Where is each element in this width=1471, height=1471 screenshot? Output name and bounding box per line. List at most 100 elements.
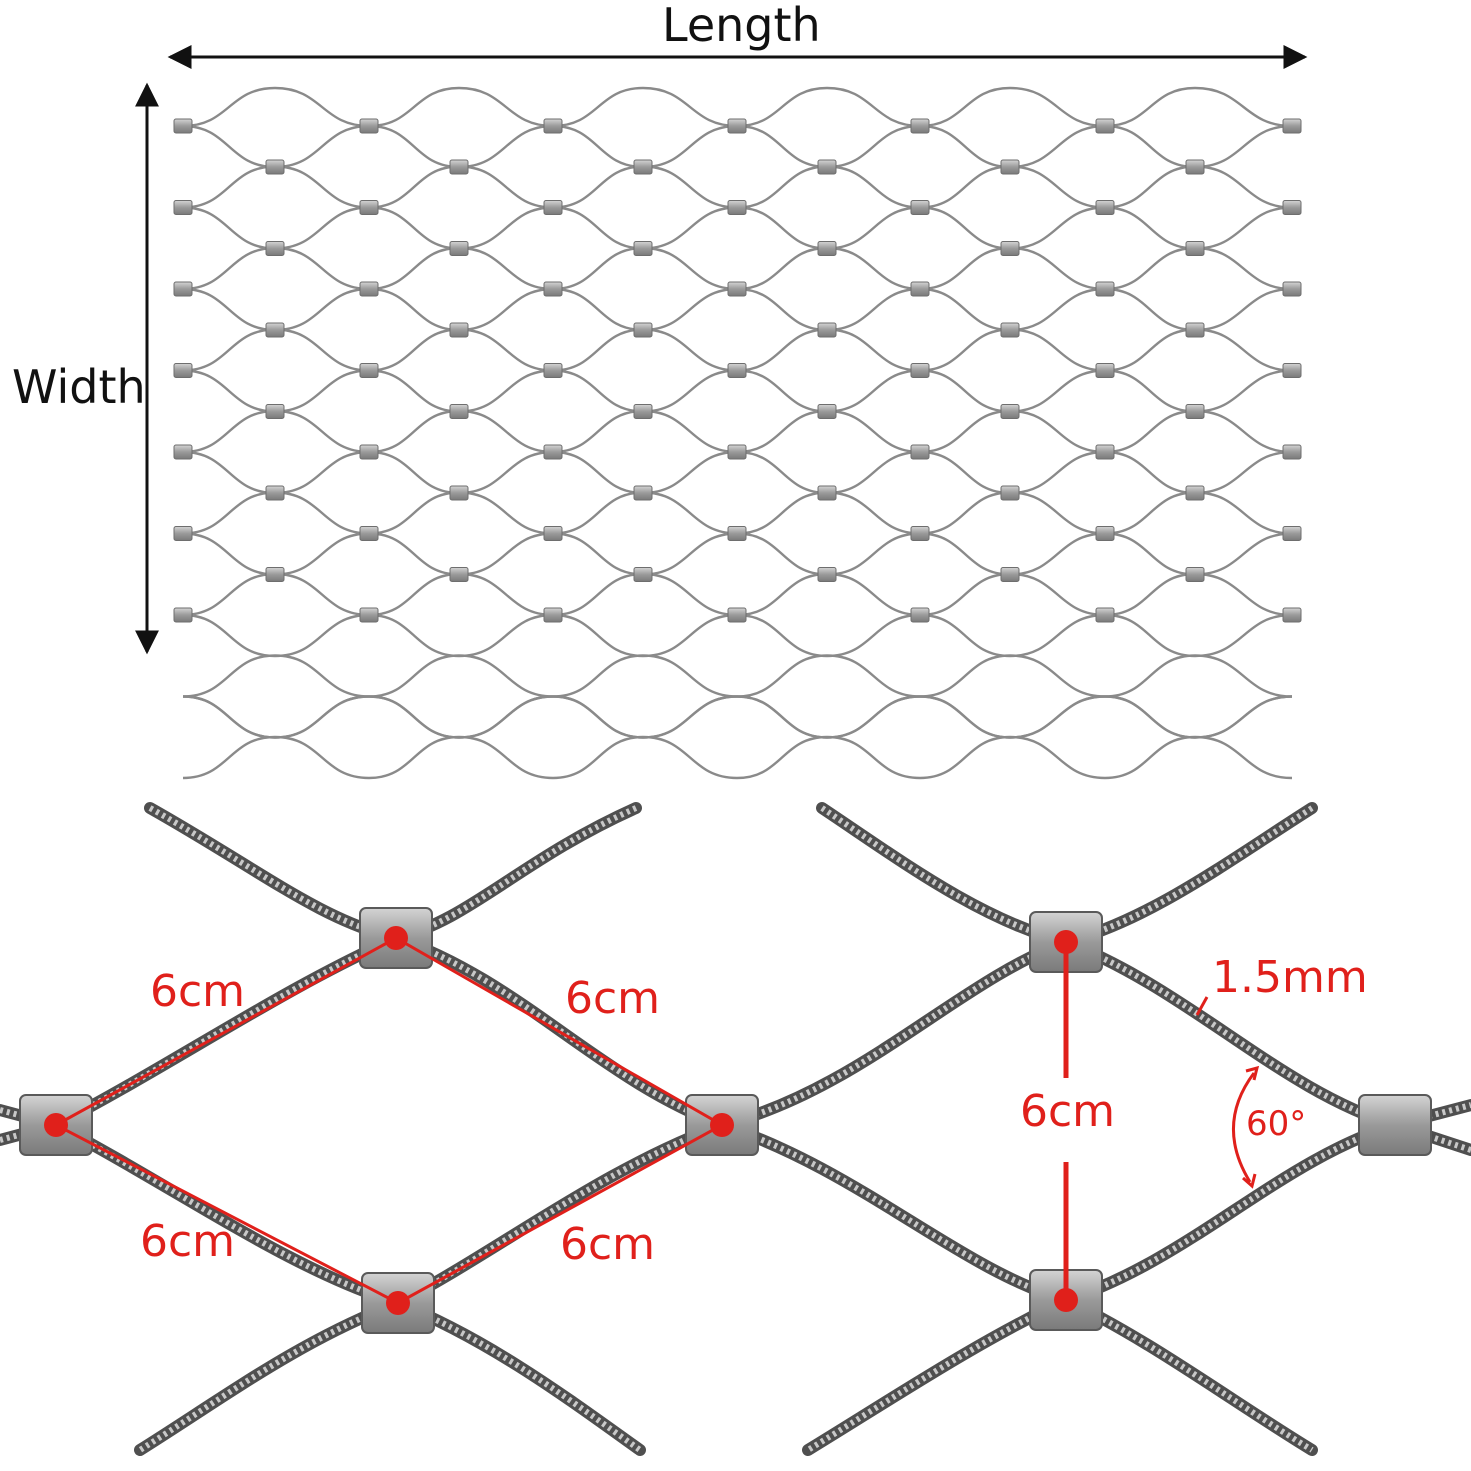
overview-ferrule bbox=[359, 444, 379, 460]
overview-ferrule bbox=[173, 607, 193, 623]
mesh-side-label-bottom-left: 6cm bbox=[140, 1216, 236, 1267]
overview-ferrule bbox=[449, 404, 469, 419]
overview-ferrule bbox=[817, 485, 837, 501]
detail-cable bbox=[716, 1119, 1072, 1306]
overview-ferrule bbox=[173, 526, 193, 541]
overview-ferrule bbox=[1282, 607, 1302, 623]
overview-ferrule bbox=[359, 363, 379, 378]
length-label: Length bbox=[662, 0, 821, 52]
overview-ferrule bbox=[910, 363, 930, 378]
overview-ferrule bbox=[1095, 444, 1115, 460]
overview-ferrule bbox=[1185, 567, 1205, 582]
overview-ferrule bbox=[1185, 485, 1205, 501]
mesh-height-label: 6cm bbox=[1020, 1086, 1116, 1137]
overview-ferrule bbox=[173, 444, 193, 460]
overview-ferrule bbox=[633, 567, 653, 582]
overview-ferrule bbox=[359, 200, 379, 215]
overview-ferrule bbox=[817, 567, 837, 582]
overview-ferrule bbox=[1000, 567, 1020, 582]
overview-ferrule bbox=[910, 526, 930, 541]
overview-ferrule bbox=[173, 363, 193, 378]
overview-ferrule bbox=[910, 607, 930, 623]
overview-ferrule bbox=[727, 526, 747, 541]
overview-wire bbox=[182, 695, 1293, 739]
overview-ferrule bbox=[1185, 241, 1205, 256]
overview-ferrule bbox=[543, 200, 563, 215]
overview-ferrule bbox=[633, 485, 653, 501]
mesh-side-label-bottom-right: 6cm bbox=[560, 1219, 656, 1270]
overview-ferrule bbox=[1282, 526, 1302, 541]
detail-cable-strand bbox=[1065, 1122, 1396, 1303]
overview-ferrule bbox=[265, 485, 285, 501]
overview-ferrule bbox=[449, 159, 469, 175]
detail-cable-strand bbox=[138, 1300, 400, 1453]
overview-ferrule bbox=[1282, 363, 1302, 378]
overview-ferrule bbox=[1282, 200, 1302, 215]
overview-ferrule bbox=[910, 118, 930, 134]
detail-cable-strand bbox=[721, 939, 1068, 1128]
overview-ferrule bbox=[633, 241, 653, 256]
overview-ferrule bbox=[265, 241, 285, 256]
overview-ferrule bbox=[543, 444, 563, 460]
overview-mesh-ferrules bbox=[173, 118, 1302, 623]
wire-diameter-tick bbox=[1195, 996, 1209, 1016]
angle-label: 60° bbox=[1246, 1104, 1307, 1144]
node-dot bbox=[44, 1113, 68, 1137]
detail-cable bbox=[1060, 1119, 1401, 1306]
overview-ferrule bbox=[1000, 241, 1020, 256]
overview-ferrule bbox=[265, 404, 285, 419]
overview-ferrule bbox=[1185, 322, 1205, 338]
overview-ferrule bbox=[1095, 526, 1115, 541]
overview-ferrule bbox=[449, 241, 469, 256]
overview-ferrule bbox=[543, 607, 563, 623]
overview-ferrule bbox=[1282, 118, 1302, 134]
overview-ferrule bbox=[910, 200, 930, 215]
overview-ferrule bbox=[817, 322, 837, 338]
detail-cable bbox=[716, 936, 1072, 1131]
overview-ferrule bbox=[543, 118, 563, 134]
node-dot bbox=[386, 1291, 410, 1315]
node-dot bbox=[1054, 1288, 1078, 1312]
overview-ferrule bbox=[633, 322, 653, 338]
overview-ferrule bbox=[1185, 404, 1205, 419]
overview-wire bbox=[182, 654, 1293, 698]
overview-ferrule bbox=[727, 200, 747, 215]
overview-ferrule bbox=[265, 159, 285, 175]
overview-ferrule bbox=[727, 118, 747, 134]
mesh-side-label-top-left: 6cm bbox=[150, 966, 246, 1017]
overview-ferrule bbox=[1282, 281, 1302, 297]
detail-cable-strand bbox=[54, 935, 398, 1128]
wire-diameter-label: 1.5mm bbox=[1212, 952, 1368, 1003]
overview-ferrule bbox=[1095, 363, 1115, 378]
overview-ferrule bbox=[1000, 404, 1020, 419]
overview-ferrule bbox=[1185, 159, 1205, 175]
overview-ferrule bbox=[727, 444, 747, 460]
red-node-dots bbox=[44, 926, 1078, 1315]
overview-ferrule bbox=[449, 322, 469, 338]
overview-ferrule bbox=[1095, 118, 1115, 134]
mesh-side-label-top-right: 6cm bbox=[565, 973, 661, 1024]
overview-ferrule bbox=[359, 526, 379, 541]
overview-ferrule bbox=[173, 118, 193, 134]
overview-ferrule bbox=[1282, 444, 1302, 460]
detail-cable-strand bbox=[1394, 1102, 1471, 1128]
overview-ferrule bbox=[1000, 322, 1020, 338]
overview-ferrule bbox=[449, 485, 469, 501]
overview-ferrule bbox=[543, 363, 563, 378]
overview-ferrule bbox=[543, 281, 563, 297]
overview-ferrule bbox=[173, 200, 193, 215]
overview-ferrule bbox=[817, 241, 837, 256]
detail-mesh-ferrules bbox=[19, 907, 1432, 1334]
overview-ferrule bbox=[1095, 281, 1115, 297]
overview-ferrule bbox=[727, 607, 747, 623]
overview-ferrule bbox=[1000, 485, 1020, 501]
detail-cable-strand bbox=[1064, 939, 1396, 1128]
overview-ferrule bbox=[1095, 607, 1115, 623]
overview-ferrule bbox=[910, 444, 930, 460]
overview-ferrule bbox=[817, 159, 837, 175]
overview-ferrule bbox=[910, 281, 930, 297]
overview-ferrule bbox=[173, 281, 193, 297]
width-label: Width bbox=[12, 360, 146, 414]
overview-ferrule bbox=[359, 281, 379, 297]
